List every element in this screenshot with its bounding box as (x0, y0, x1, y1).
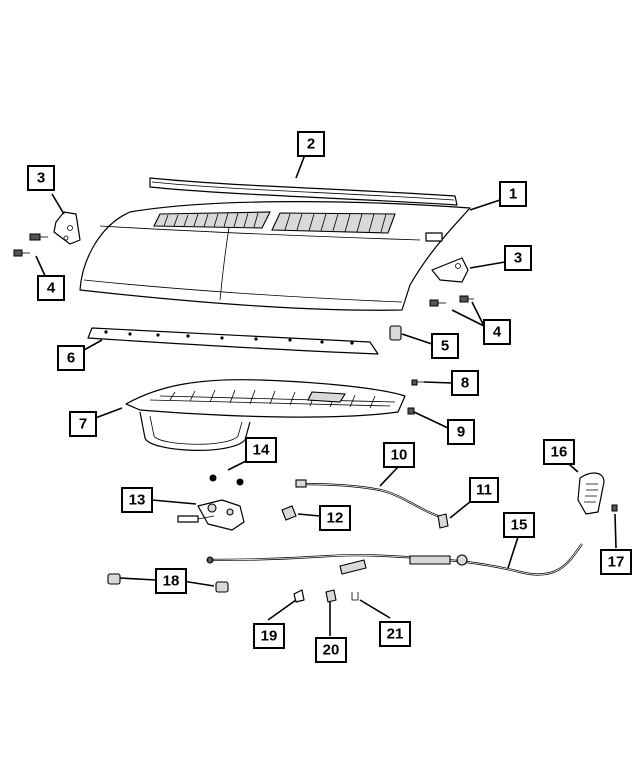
callout-10[interactable]: 10 (383, 442, 415, 468)
bolt-right-a-part-4[interactable] (429, 299, 446, 307)
callout-label: 12 (327, 510, 344, 527)
callout-label: 15 (511, 517, 528, 534)
bolt-right-b-part-4[interactable] (459, 295, 474, 303)
callout-label: 16 (551, 444, 568, 461)
callout-6[interactable]: 6 (57, 345, 85, 371)
callout-15[interactable]: 15 (503, 512, 535, 538)
callout-19[interactable]: 19 (253, 623, 285, 649)
clip-part-21[interactable] (351, 592, 359, 601)
grommet-part-14[interactable] (209, 474, 244, 486)
hood-panel-part-1[interactable] (79, 201, 471, 311)
callout-label: 8 (461, 375, 469, 392)
callout-label: 3 (37, 170, 45, 187)
callout-18[interactable]: 18 (155, 568, 187, 594)
bolt-left-a-part-4[interactable] (29, 233, 48, 241)
front-molding-part-6[interactable] (87, 327, 379, 355)
callout-14[interactable]: 14 (245, 437, 277, 463)
callout-label: 14 (253, 442, 270, 459)
callout-label: 4 (493, 324, 502, 341)
callout-3-left[interactable]: 3 (27, 165, 55, 191)
bumper-right-part-18[interactable] (215, 581, 229, 593)
fastener-part-9[interactable] (407, 407, 415, 415)
callout-13[interactable]: 13 (121, 487, 153, 513)
clip-part-20[interactable] (325, 589, 337, 603)
callout-label: 9 (457, 424, 465, 441)
callout-label: 5 (441, 338, 449, 355)
callout-label: 3 (514, 250, 522, 267)
callout-9[interactable]: 9 (447, 419, 475, 445)
clip-part-11[interactable] (437, 513, 449, 529)
callout-label: 20 (323, 642, 340, 659)
callout-label: 19 (261, 628, 278, 645)
callout-4-right[interactable]: 4 (483, 319, 511, 345)
clip-part-12[interactable] (281, 505, 297, 521)
callout-1[interactable]: 1 (499, 181, 527, 207)
fastener-part-8[interactable] (411, 379, 424, 386)
release-cable-part-10[interactable] (295, 479, 439, 518)
callout-16[interactable]: 16 (543, 439, 575, 465)
callout-12[interactable]: 12 (319, 505, 351, 531)
clip-part-19[interactable] (293, 589, 305, 603)
callout-17[interactable]: 17 (600, 549, 632, 575)
hood-hinge-right-part-3[interactable] (431, 257, 469, 283)
callout-5[interactable]: 5 (431, 333, 459, 359)
callout-4-left[interactable]: 4 (37, 275, 65, 301)
callout-20[interactable]: 20 (315, 637, 347, 663)
callout-label: 17 (608, 554, 625, 571)
callout-label: 13 (129, 492, 146, 509)
callout-11[interactable]: 11 (469, 477, 499, 503)
clip-part-5[interactable] (389, 325, 402, 341)
callout-label: 11 (476, 482, 492, 499)
release-cable-part-15[interactable] (206, 543, 583, 576)
hood-hinge-left-part-3[interactable] (53, 211, 81, 245)
callout-8[interactable]: 8 (451, 370, 479, 396)
callout-label: 6 (67, 350, 75, 367)
callout-label: 21 (387, 626, 404, 643)
bolt-left-b-part-4[interactable] (13, 249, 30, 257)
hood-seal-part-2[interactable] (149, 177, 458, 206)
screw-part-17[interactable] (611, 504, 618, 512)
release-handle-part-16[interactable] (577, 472, 605, 515)
callout-label: 10 (391, 447, 408, 464)
callout-label: 7 (79, 416, 87, 433)
callout-21[interactable]: 21 (379, 621, 411, 647)
callout-label: 18 (163, 573, 180, 590)
callout-2[interactable]: 2 (297, 131, 325, 157)
callout-3-right[interactable]: 3 (504, 245, 532, 271)
callout-label: 4 (47, 280, 56, 297)
cowl-inner-panel-part-7[interactable] (125, 379, 406, 451)
callout-7[interactable]: 7 (69, 411, 97, 437)
bumper-left-part-18[interactable] (107, 573, 121, 585)
callout-label: 2 (307, 136, 315, 153)
callout-label: 1 (509, 186, 517, 203)
hood-latch-part-13[interactable] (177, 499, 245, 531)
